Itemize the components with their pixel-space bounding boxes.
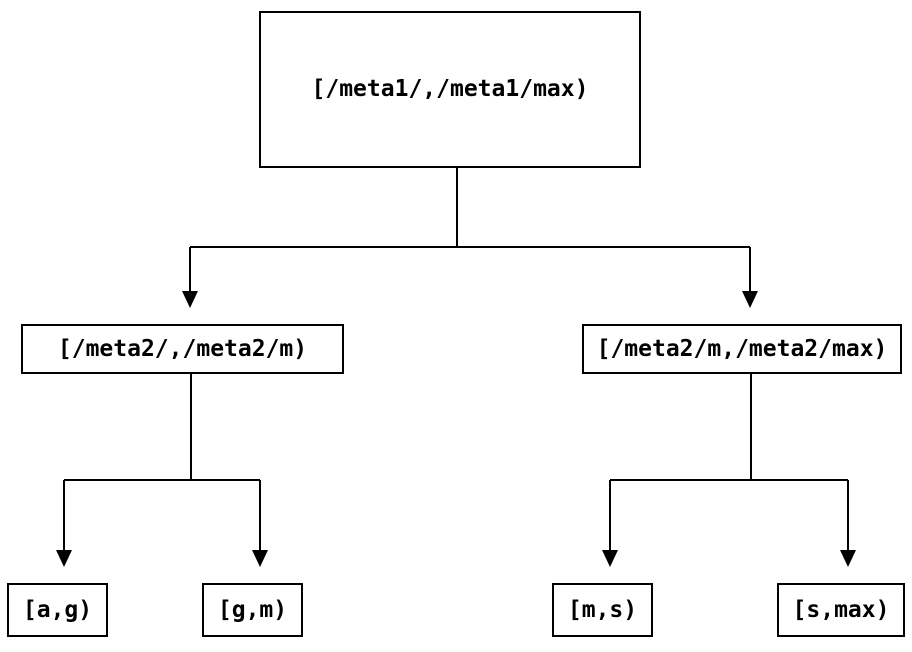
node-level2-left: [/meta2/,/meta2/m) bbox=[21, 324, 344, 374]
edge-root-to-level2 bbox=[189, 168, 751, 292]
node-leaf-smax: [s,max) bbox=[777, 583, 905, 637]
arrowhead-down-icon bbox=[742, 291, 758, 308]
node-leaf-ms-label: [m,s) bbox=[567, 596, 638, 623]
node-level2-left-label: [/meta2/,/meta2/m) bbox=[57, 335, 308, 362]
arrowhead-down-icon bbox=[840, 550, 856, 567]
node-leaf-ag: [a,g) bbox=[7, 583, 108, 637]
edge-left-to-leaves bbox=[63, 374, 261, 551]
node-leaf-gm: [g,m) bbox=[202, 583, 303, 637]
node-leaf-ag-label: [a,g) bbox=[22, 596, 93, 623]
node-leaf-smax-label: [s,max) bbox=[792, 596, 890, 623]
node-leaf-gm-label: [g,m) bbox=[217, 596, 288, 623]
node-level2-right: [/meta2/m,/meta2/max) bbox=[582, 324, 902, 374]
edge-right-to-leaves bbox=[609, 374, 849, 551]
node-level2-right-label: [/meta2/m,/meta2/max) bbox=[596, 335, 888, 362]
arrowhead-down-icon bbox=[602, 550, 618, 567]
arrowhead-down-icon bbox=[252, 550, 268, 567]
node-leaf-ms: [m,s) bbox=[552, 583, 653, 637]
arrowhead-down-icon bbox=[56, 550, 72, 567]
node-root-label: [/meta1/,/meta1/max) bbox=[311, 76, 589, 102]
node-root: [/meta1/,/meta1/max) bbox=[259, 11, 641, 168]
arrowhead-down-icon bbox=[182, 291, 198, 308]
